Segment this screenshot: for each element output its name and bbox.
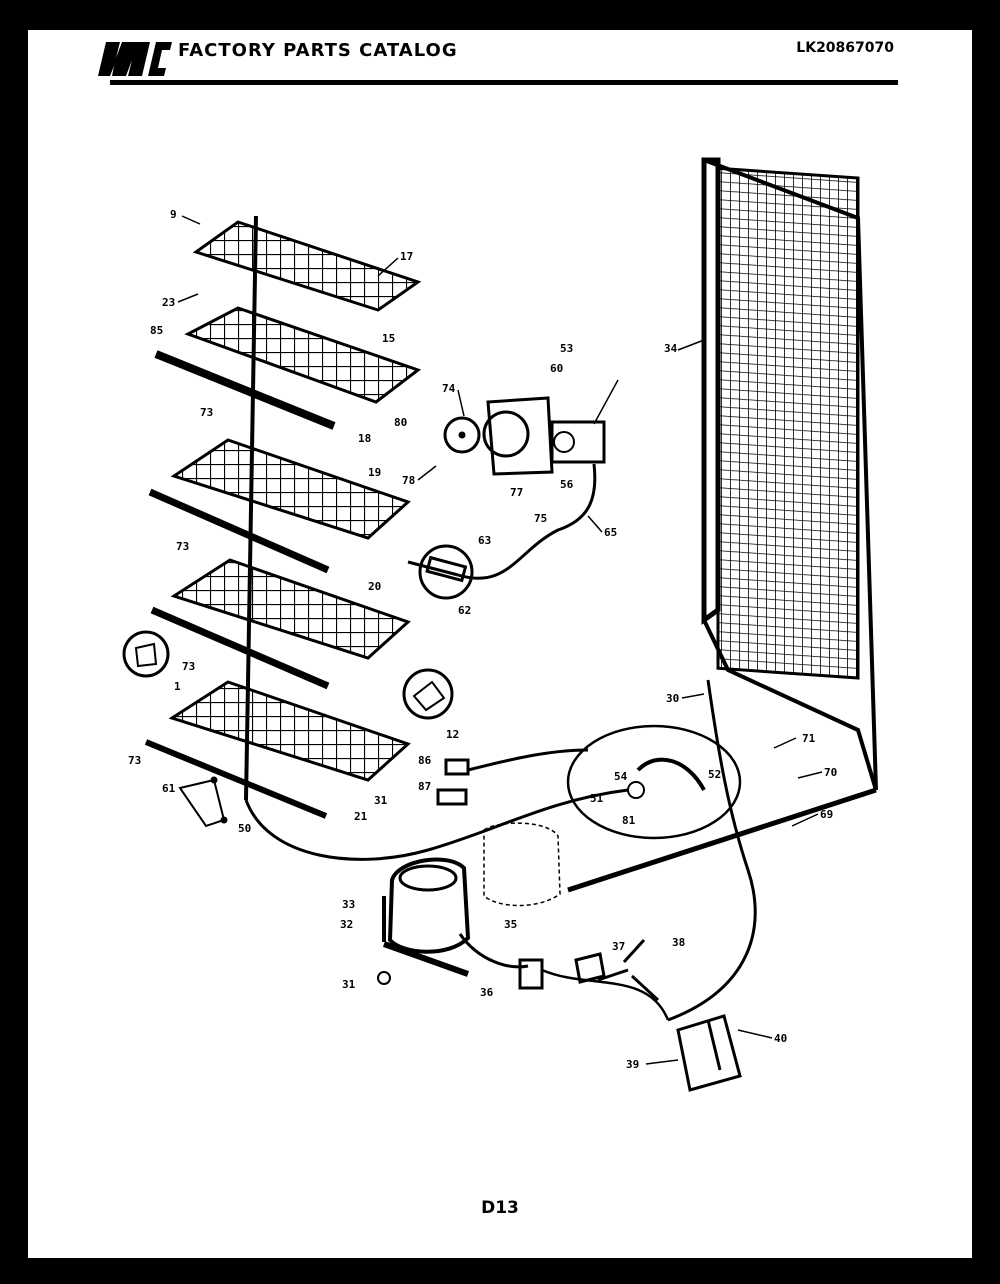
callout-60: 60 (550, 362, 563, 375)
relay-36 (518, 958, 544, 990)
callout-85: 85 (150, 324, 163, 337)
catalog-title: FACTORY PARTS CATALOG (178, 40, 458, 61)
callout-37: 37 (612, 940, 625, 953)
callout-31: 31 (342, 978, 356, 991)
callout-19: 19 (368, 466, 381, 479)
fan-blade (443, 416, 481, 454)
drain-bracket-61-50 (178, 776, 228, 828)
fan-blade-38 (597, 938, 660, 1002)
tube-loop-lower (244, 788, 629, 861)
shelf-15 (154, 306, 422, 430)
callout-75: 75 (534, 512, 547, 525)
callout-50: 50 (238, 822, 251, 835)
callout-70: 70 (824, 766, 837, 779)
callout-61: 61 (162, 782, 176, 795)
callout-62: 62 (458, 604, 471, 617)
defrost-circuit-loop (566, 724, 742, 840)
callout-65: 65 (604, 526, 617, 539)
callout-31: 31 (374, 794, 388, 807)
electrical-components (518, 938, 742, 1092)
catalog-page: FACTORY PARTS CATALOG LK20867070 (28, 30, 972, 1258)
shelf-21 (144, 680, 411, 819)
condenser-coil (567, 157, 878, 1022)
callout-51: 51 (590, 792, 604, 805)
callout-69: 69 (820, 808, 833, 821)
callout-36: 36 (480, 986, 494, 999)
callout-74: 74 (442, 382, 456, 395)
callout-17: 17 (400, 250, 413, 263)
brand-logo (98, 42, 172, 76)
compressor-assembly (377, 822, 561, 985)
callout-20: 20 (368, 580, 381, 593)
callout-71: 71 (802, 732, 816, 745)
callout-77: 77 (510, 486, 523, 499)
shelf-17 (192, 220, 422, 312)
shelf-19 (148, 438, 411, 574)
evaporator-fan-assembly (407, 396, 606, 580)
callout-30: 30 (666, 692, 679, 705)
callout-15: 15 (382, 332, 395, 345)
leader-lines (177, 215, 823, 1065)
callout-56: 56 (560, 478, 574, 491)
callout-1: 1 (174, 680, 181, 693)
catalog-code: LK20867070 (796, 40, 894, 56)
callout-labels: 9 17 23 85 15 73 18 74 80 78 77 75 53 60… (128, 208, 837, 1071)
detail-circle-1 (122, 630, 170, 678)
callout-73: 73 (182, 660, 195, 673)
callout-38: 38 (672, 936, 685, 949)
callout-12: 12 (446, 728, 459, 741)
shelf-stack (144, 215, 629, 861)
shelf-20 (150, 558, 411, 690)
callout-35: 35 (504, 918, 517, 931)
callout-87: 87 (418, 780, 431, 793)
fan-motor (550, 420, 606, 464)
callout-86: 86 (418, 754, 432, 767)
detail-circle-12 (402, 668, 454, 720)
callout-53: 53 (560, 342, 573, 355)
callout-54: 54 (614, 770, 628, 783)
callout-34: 34 (664, 342, 678, 355)
callout-40: 40 (774, 1032, 787, 1045)
callout-18: 18 (358, 432, 371, 445)
callout-33: 33 (342, 898, 355, 911)
callout-52: 52 (708, 768, 721, 781)
fan-bracket (486, 396, 554, 476)
page-number: D13 (481, 1198, 519, 1218)
callout-9: 9 (170, 208, 177, 221)
vertical-refrigerant-tube (244, 215, 258, 801)
callout-32: 32 (340, 918, 353, 931)
header-rule (110, 80, 898, 85)
callout-39: 39 (626, 1058, 639, 1071)
exploded-parts-diagram: 9 17 23 85 15 73 18 74 80 78 77 75 53 60… (122, 157, 878, 1092)
detail-circle-62-63 (418, 544, 474, 600)
callout-73: 73 (128, 754, 141, 767)
callout-73: 73 (176, 540, 189, 553)
callout-23: 23 (162, 296, 175, 309)
callout-81: 81 (622, 814, 636, 827)
overload-37 (574, 952, 606, 984)
callout-21: 21 (354, 810, 368, 823)
drier-tube-86-87 (436, 748, 589, 806)
callout-63: 63 (478, 534, 491, 547)
callout-80: 80 (394, 416, 407, 429)
callout-73: 73 (200, 406, 213, 419)
callout-78: 78 (402, 474, 415, 487)
